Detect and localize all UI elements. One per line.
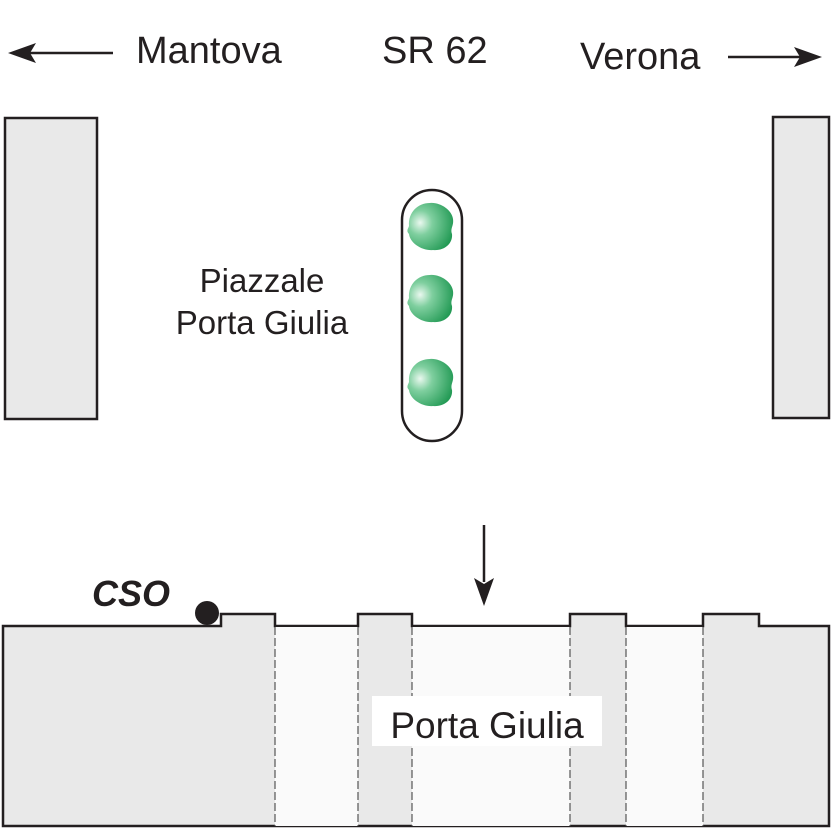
gate-name-label: Porta Giulia — [390, 705, 584, 746]
square-label: Piazzale Porta Giulia — [176, 262, 349, 341]
tree-icon — [407, 358, 454, 407]
right-destination-label: Verona — [580, 36, 701, 78]
city-wall-gate: Porta Giulia — [1, 612, 831, 828]
tree-icon — [407, 202, 454, 251]
gate-passage-right — [626, 627, 703, 826]
dot-marker-icon — [195, 601, 219, 625]
left-building-block — [3, 116, 99, 421]
right-building-block — [771, 115, 831, 420]
gate-passage-left — [275, 627, 358, 826]
arrow-right-icon — [728, 47, 822, 67]
gate-label-background — [372, 696, 602, 746]
tree-icon — [407, 274, 454, 323]
tree-planter — [400, 188, 464, 443]
cso-label: CSO — [92, 573, 170, 614]
square-name-line2: Porta Giulia — [176, 304, 349, 341]
square-name-line1: Piazzale — [200, 262, 325, 299]
arrow-left-icon — [8, 43, 113, 63]
left-destination-label: Mantova — [136, 30, 283, 72]
cso-marker: CSO — [92, 573, 219, 625]
road-name-label: SR 62 — [382, 30, 488, 72]
arrow-down-icon — [474, 525, 494, 606]
direction-header: Mantova SR 62 Verona — [8, 30, 822, 78]
